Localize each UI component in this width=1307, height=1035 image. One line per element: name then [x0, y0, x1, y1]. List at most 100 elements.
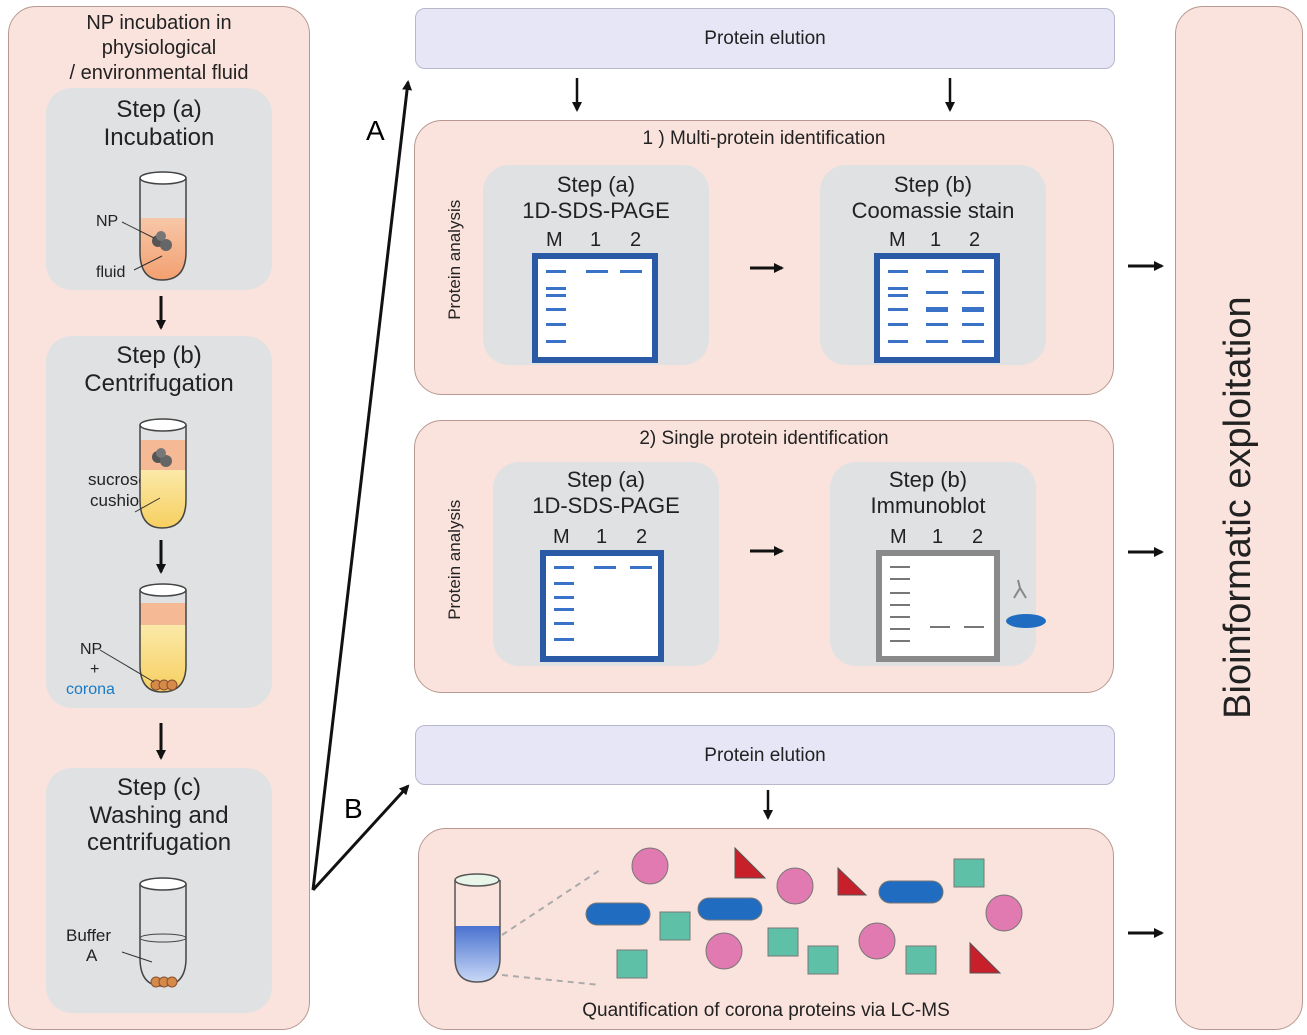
band: [926, 270, 948, 273]
sucrose-label: sucrose: [88, 470, 148, 489]
protein-oval: [697, 897, 763, 921]
gel-single-a: [540, 550, 664, 662]
band: [546, 340, 566, 343]
band: [962, 340, 984, 343]
single-step-b-sub: Immunoblot: [870, 493, 986, 518]
tube-washing: [121, 877, 187, 988]
protein-oval: [878, 880, 944, 904]
protein-triangle: [837, 866, 868, 896]
gel-coomassie: [874, 253, 1000, 363]
tube-corona: [99, 583, 187, 693]
lcms-vial-icon: [454, 869, 601, 986]
plus-label: +: [90, 661, 100, 678]
band: [890, 578, 910, 580]
band: [926, 340, 948, 343]
band: [554, 638, 574, 641]
lane-2: 2: [630, 229, 642, 251]
incubation-title-1: NP incubation in: [86, 12, 232, 34]
step-a-subtitle: Incubation: [103, 124, 215, 151]
lane-1: 1: [930, 229, 942, 251]
protein-circle: [705, 932, 743, 970]
single-step-b-title: Step (b): [888, 467, 968, 492]
single-step-a-sub: 1D-SDS-PAGE: [532, 493, 680, 518]
step-c-subtitle-1: Washing and: [89, 802, 229, 829]
band: [554, 596, 574, 599]
protein-elution-bottom: [415, 725, 1115, 785]
corona-label: corona: [66, 681, 115, 698]
band: [926, 291, 948, 294]
incubation-title-3: / environmental fluid: [69, 62, 249, 84]
step-c-title: Step (c): [116, 774, 202, 801]
protein-circle: [776, 867, 814, 905]
antibody-icon: [1006, 579, 1046, 628]
single-step-a-title: Step (a): [566, 467, 646, 492]
tube-incubation: [121, 171, 187, 281]
multi-protein-title: 1 ) Multi-protein identification: [642, 128, 886, 149]
band: [888, 308, 908, 311]
lane-m: M: [546, 229, 563, 251]
band: [888, 340, 908, 343]
band: [890, 604, 910, 606]
lane-1: 1: [590, 229, 602, 251]
lane-2: 2: [969, 229, 981, 251]
protein-triangle: [734, 846, 767, 879]
multi-step-b-sub: Coomassie stain: [851, 198, 1015, 223]
band: [930, 626, 950, 628]
step-c-subtitle-2: centrifugation: [86, 829, 232, 856]
buffer-label: Buffer: [66, 926, 112, 945]
route-b-label: B: [344, 793, 363, 824]
band: [554, 566, 574, 569]
band: [554, 622, 574, 625]
lcms-caption: Quantification of corona proteins via LC…: [582, 1000, 950, 1021]
band: [890, 640, 910, 642]
band: [962, 291, 984, 294]
lane-m: M: [553, 526, 570, 548]
band: [888, 270, 908, 273]
lane-m: M: [890, 526, 907, 548]
np-label-a: NP: [96, 213, 119, 230]
protein-shapes: [585, 846, 1023, 979]
gel-immunoblot: [876, 550, 1000, 662]
multi-step-a-sub: 1D-SDS-PAGE: [522, 198, 670, 223]
lane-2: 2: [972, 526, 984, 548]
protein-triangle: [969, 941, 1002, 974]
protein-rect: [616, 949, 648, 979]
band: [888, 294, 908, 297]
band: [554, 608, 574, 611]
band: [962, 270, 984, 273]
gel-multi-a: [532, 253, 658, 363]
incubation-title-2: physiological: [101, 37, 217, 59]
band: [962, 307, 984, 312]
band: [620, 270, 642, 273]
lane-1: 1: [932, 526, 944, 548]
band: [890, 616, 910, 618]
protein-rect: [905, 945, 937, 975]
buffer-a-label: A: [86, 946, 98, 965]
band: [888, 323, 908, 326]
band: [926, 323, 948, 326]
protein-circle: [985, 894, 1023, 932]
band: [890, 566, 910, 568]
protein-elution-top: [415, 8, 1115, 69]
lane-2: 2: [636, 526, 648, 548]
protein-rect: [807, 945, 839, 975]
step-a-title: Step (a): [116, 96, 202, 123]
np-label-b: NP: [80, 641, 103, 658]
step-b-title: Step (b): [116, 342, 202, 369]
fluid-label: fluid: [96, 264, 126, 281]
band: [964, 626, 984, 628]
band: [890, 592, 910, 594]
band: [888, 287, 908, 290]
single-protein-title: 2) Single protein identification: [639, 428, 889, 449]
protein-elution-top-label: Protein elution: [704, 28, 826, 49]
lane-1: 1: [596, 526, 608, 548]
band: [630, 566, 652, 569]
protein-elution-bottom-label: Protein elution: [704, 745, 826, 766]
protein-circle: [858, 922, 896, 960]
cushion-label: cushion: [90, 491, 149, 510]
tube-centrifugation: [134, 418, 187, 529]
step-b-subtitle: Centrifugation: [84, 370, 234, 397]
band: [554, 582, 574, 585]
protein-rect: [953, 858, 985, 888]
